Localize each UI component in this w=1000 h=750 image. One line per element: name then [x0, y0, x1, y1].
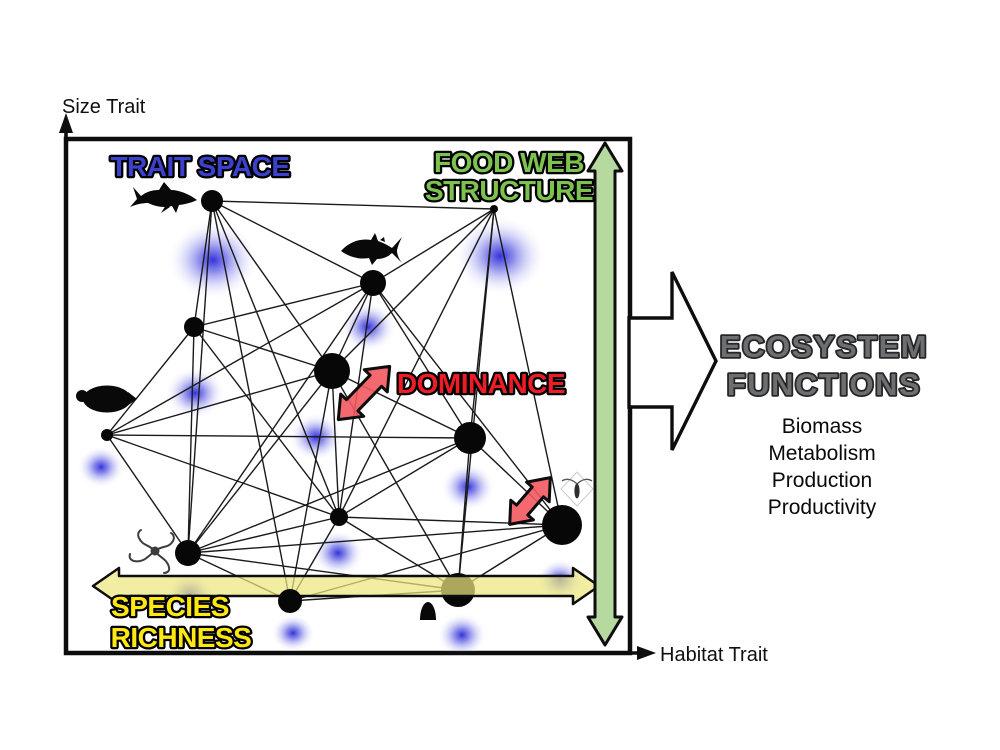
food-web-edge: [187, 437, 471, 554]
ecosystem-function-item: Productivity: [768, 496, 877, 519]
dominance-label: DOMINANCE: [397, 368, 565, 399]
species-node: [330, 508, 348, 526]
species-node: [360, 270, 386, 296]
trait-density-blob: [454, 216, 546, 296]
food-web-edge: [372, 282, 471, 439]
food-web-edge: [331, 208, 495, 372]
food-web-edge: [193, 282, 374, 328]
copepod-icon: [560, 471, 594, 507]
food-web-edge: [338, 516, 563, 526]
food-web-edge: [493, 208, 563, 526]
y-axis-label: Size Trait: [62, 96, 146, 118]
trait-space-label: TRAIT SPACE: [110, 151, 289, 182]
food-web-edge: [187, 370, 333, 554]
food-web-edge: [457, 437, 471, 591]
trait-density-blob: [167, 220, 259, 300]
food-web-edge: [106, 434, 340, 518]
food-web-edge: [331, 370, 471, 439]
food-web-edge: [338, 208, 495, 518]
species-node: [101, 429, 113, 441]
brittle-star-icon: [128, 529, 175, 574]
ecosystem-functions-arrow: [627, 271, 718, 451]
species-node: [278, 589, 302, 613]
dominance-arrow: [508, 476, 552, 526]
food-web-edge: [331, 370, 340, 518]
up-axis-arrow-icon: [59, 113, 73, 133]
food-web-edge: [187, 326, 195, 554]
ecosystem-function-item: Biomass: [782, 415, 863, 438]
food-web-edge: [211, 200, 495, 210]
x-axis-label: Habitat Trait: [660, 644, 768, 666]
species-nodes-top-layer: [278, 589, 302, 613]
trait-density-blob: [77, 446, 125, 488]
trait-density-blob: [340, 302, 396, 352]
food-web-edge: [338, 437, 471, 518]
species-node: [175, 540, 201, 566]
species-richness-label-line2: RICHNESS: [111, 622, 252, 653]
species-node: [314, 353, 350, 389]
trait-density-blob: [312, 530, 364, 576]
ecosystem-function-item: Production: [772, 469, 872, 492]
ecosystem-functions-title-line2: FUNCTIONS: [727, 367, 921, 402]
ecosystem-function-item: Metabolism: [768, 442, 875, 465]
dominance-arrow: [336, 364, 392, 422]
small-fish-icon: [76, 385, 137, 413]
species-node: [490, 205, 498, 213]
food-web-structure-arrow: [586, 141, 624, 647]
food-web-edge: [193, 326, 340, 518]
trait-density-blob: [165, 367, 225, 419]
food-web-edge: [187, 282, 374, 554]
food-web-edge: [469, 437, 563, 526]
food-web-edge: [187, 524, 563, 554]
food-web-edge: [211, 200, 333, 372]
food-web-edge: [193, 200, 213, 328]
food-web-edge: [211, 200, 340, 518]
species-node: [201, 190, 223, 212]
shark-icon: [130, 182, 197, 213]
food-web-edge: [106, 326, 195, 436]
food-web-edge: [372, 208, 495, 284]
snail-icon: [420, 602, 436, 620]
species-node: [184, 317, 204, 337]
food-web-edge: [106, 434, 189, 554]
food-web-edge: [187, 516, 340, 554]
ecosystem-functions-title-line1: ECOSYSTEM: [720, 329, 928, 364]
food-web-edge: [211, 200, 374, 284]
food-web-edge: [106, 434, 471, 439]
food-web-structure-label-line2: STRUCTURE: [425, 175, 593, 206]
species-richness-label-line1: SPECIES: [111, 591, 229, 622]
right-axis-arrow-icon: [637, 646, 656, 660]
food-web-edge: [457, 208, 495, 591]
food-web-structure-label-line1: FOOD WEB: [434, 147, 584, 178]
trait-density-blob: [437, 613, 487, 657]
dominance-arrows-layer: [336, 364, 552, 526]
trait-density-blob: [271, 614, 315, 652]
tuna-icon: [341, 233, 402, 265]
food-web-edge: [193, 326, 333, 372]
food-web-edge: [106, 370, 333, 436]
species-node: [542, 505, 582, 545]
food-web-edge: [289, 370, 333, 602]
species-node: [454, 422, 486, 454]
food-web-edge: [187, 200, 213, 554]
food-web-edge: [106, 282, 374, 436]
axes: [64, 130, 640, 655]
